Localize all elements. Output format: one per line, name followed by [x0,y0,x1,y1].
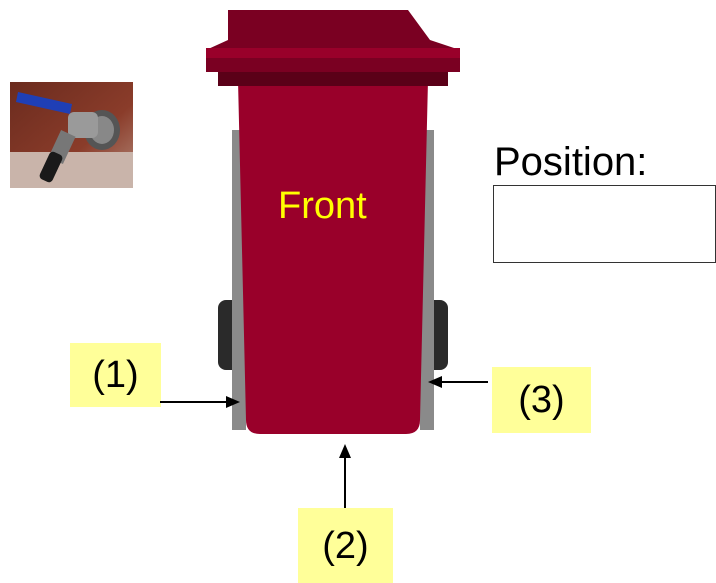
marker-label-2: (2) [298,508,393,583]
arrow-right-icon [160,396,240,408]
position-label: Position: [494,140,648,184]
tap-photo [10,82,133,188]
front-label: Front [278,185,367,227]
marker-label-1: (1) [70,343,161,407]
bin-lid [206,10,460,72]
marker-label-3: (3) [492,367,591,433]
arrow-left-icon [428,376,488,388]
wheelie-bin [206,10,460,434]
arrow-up-icon [339,444,351,512]
bin-body [238,80,428,434]
position-field[interactable] [493,185,716,263]
